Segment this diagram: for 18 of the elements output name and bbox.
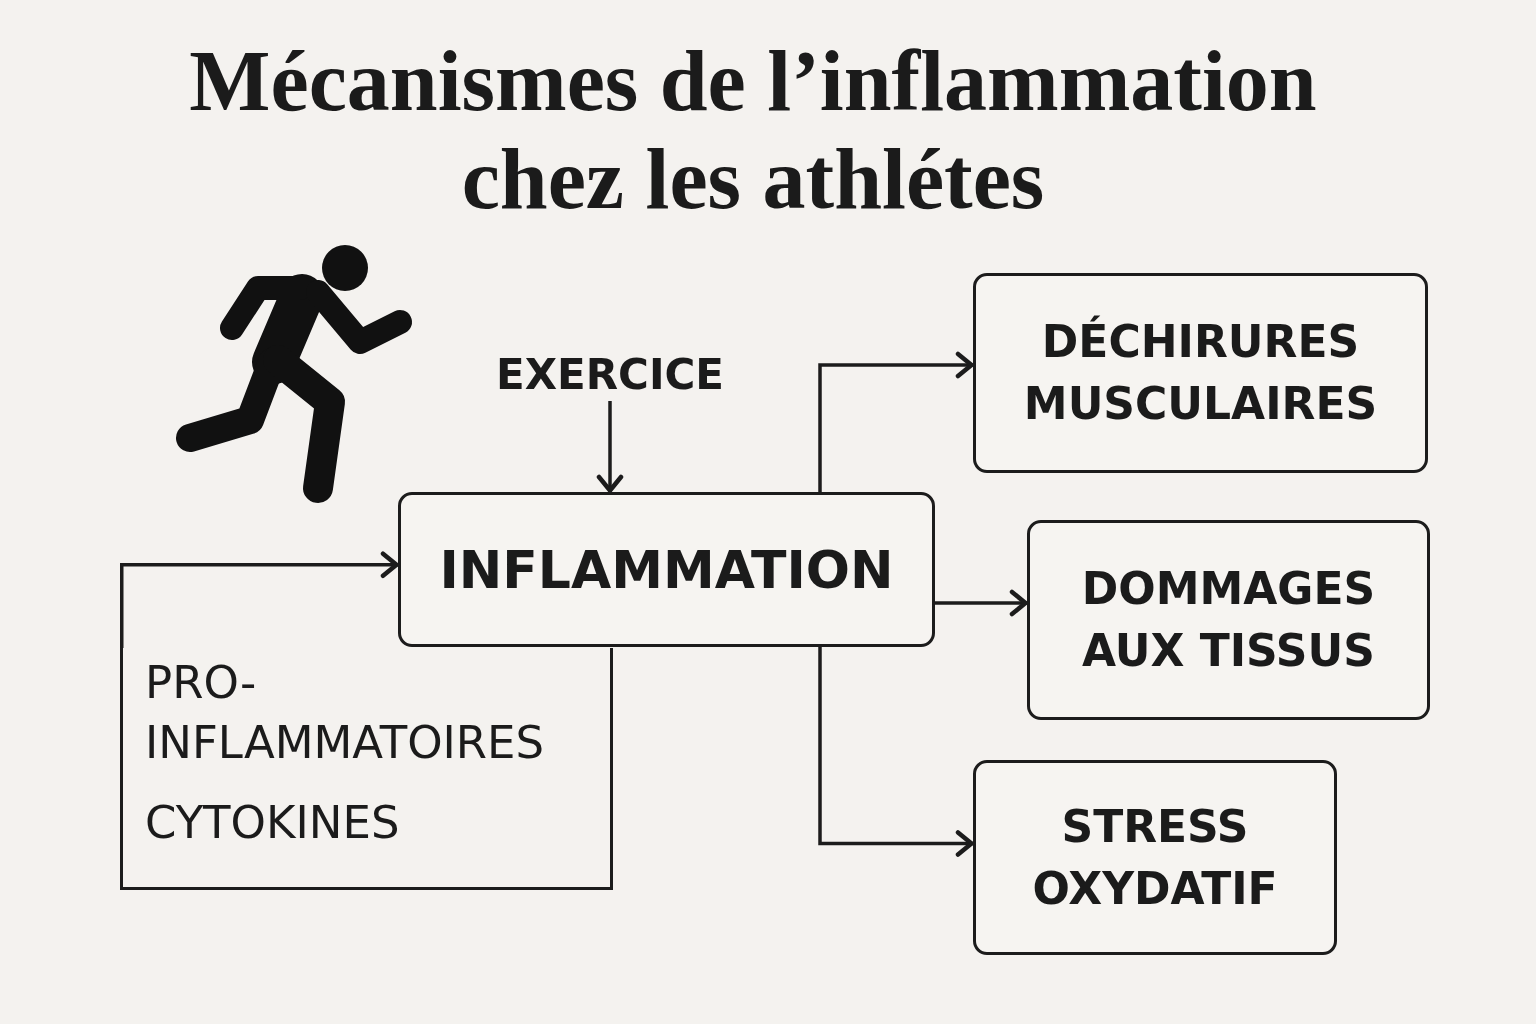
box-label: INFLAMMATION [439, 538, 894, 602]
box-label: DÉCHIRURES MUSCULAIRES [1022, 314, 1379, 431]
process-box [120, 648, 613, 890]
arrow [120, 551, 399, 648]
arrow [818, 647, 974, 857]
process-box [973, 273, 1428, 473]
box-label: CYTOKINES [145, 795, 401, 851]
process-box [1027, 520, 1430, 720]
box-label: STRESS OXYDATIF [1031, 799, 1279, 916]
arrow [596, 401, 624, 493]
diagram-title: Mécanismes de l’inflammation chez les athlétes [188, 32, 1318, 228]
arrow [935, 589, 1028, 617]
process-box [398, 492, 935, 647]
arrow [818, 351, 974, 492]
process-box [973, 760, 1337, 955]
box-label: DOMMAGES AUX TISSUS [1080, 562, 1377, 678]
box-label: PRO- INFLAMMATOIRES [145, 655, 546, 771]
step-label: EXERCICE [495, 349, 725, 401]
